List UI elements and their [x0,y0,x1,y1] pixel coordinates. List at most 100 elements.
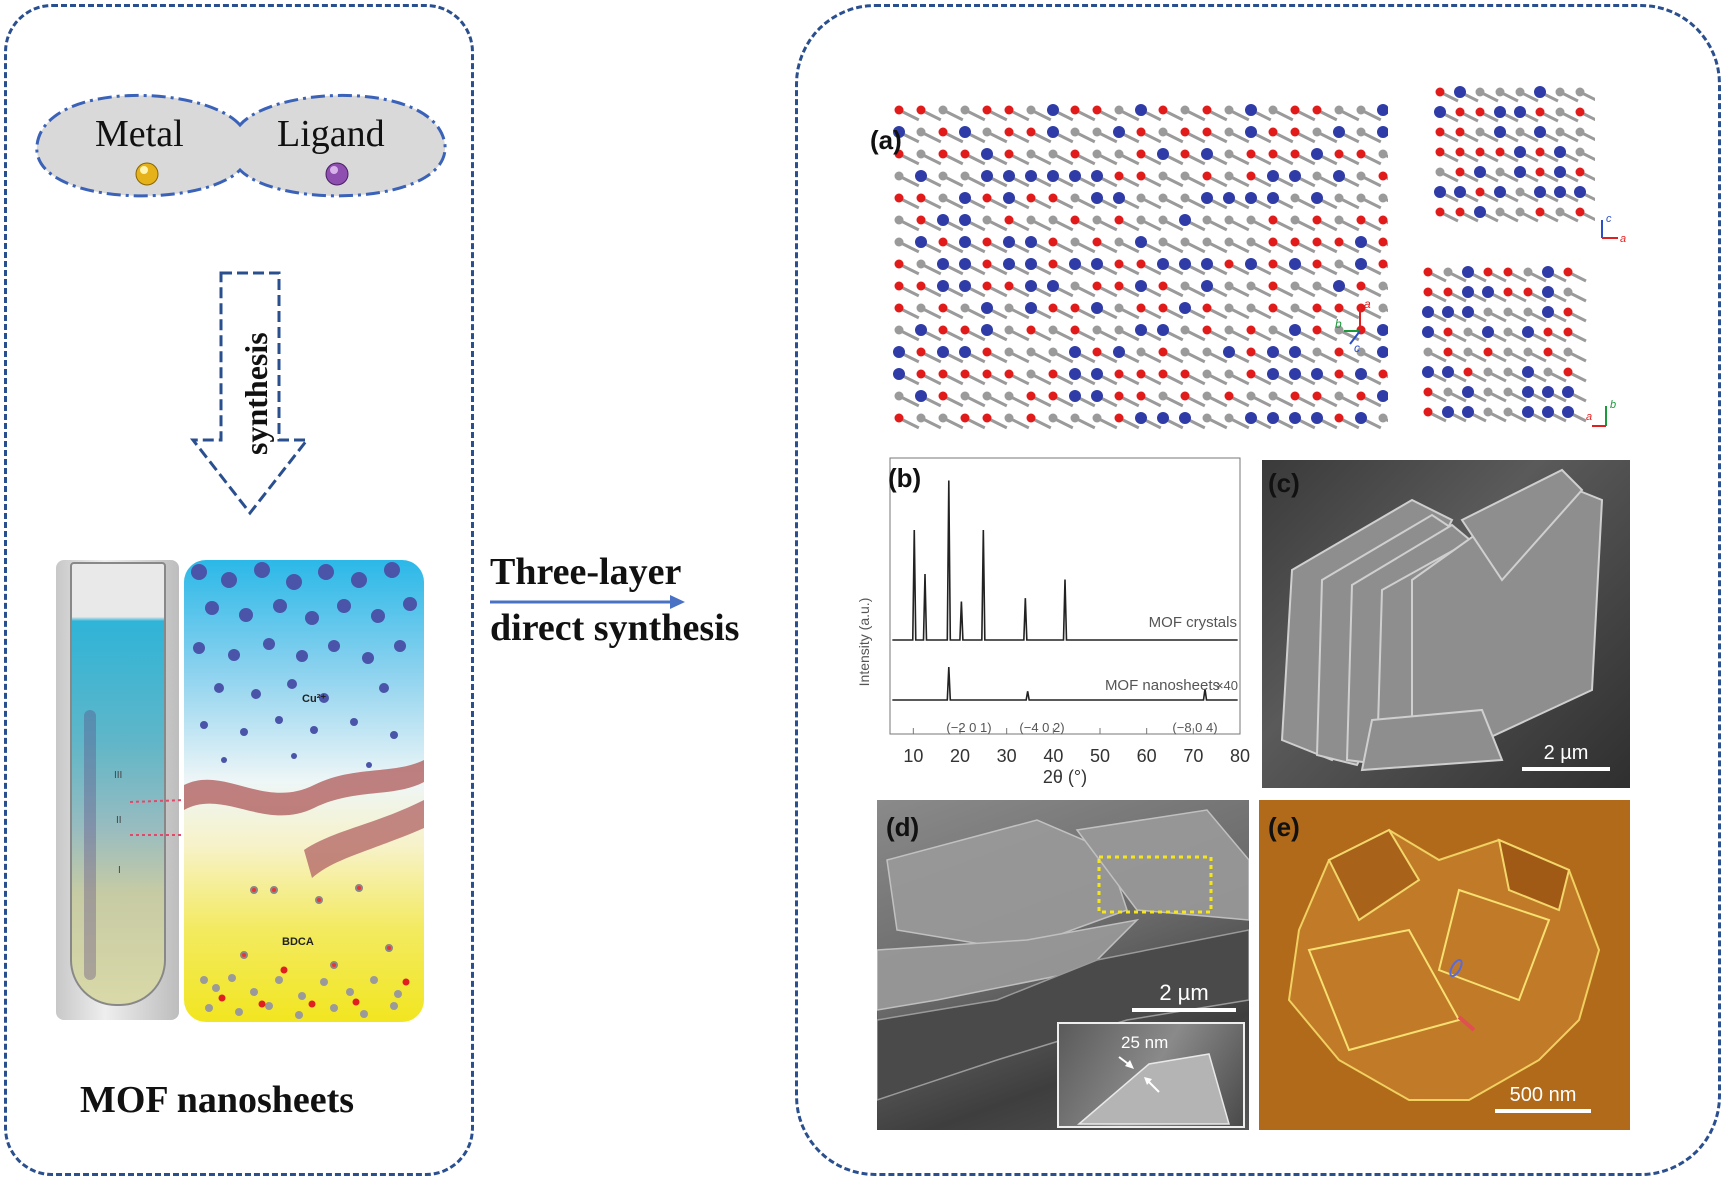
lattice-atom [1180,325,1190,335]
lattice-atom [1503,307,1513,317]
lattice-atom [1563,307,1573,317]
lattice-atom [960,413,970,423]
lattice-atom [1135,324,1147,336]
lattice-atom [1495,207,1505,217]
lattice-atom [1312,215,1322,225]
lattice-atom [937,346,949,358]
lattice-atom [1202,215,1212,225]
lattice-atom [916,127,926,137]
scale-c: 2 µm [1522,742,1610,771]
lattice-atom [1004,215,1014,225]
lattice-atom [1114,303,1124,313]
lattice-atom [1114,325,1124,335]
lattice-atom [1268,105,1278,115]
lattice-atom [1443,387,1453,397]
lattice-atom [1435,147,1445,157]
xrd-series-line [892,666,1238,701]
lattice-atom [1575,207,1585,217]
axis-bottom-b: b [1610,399,1616,411]
metal-ligand-blob [35,93,447,198]
test-tube-photo: III II I [56,560,179,1020]
lattice-atom [1290,215,1300,225]
lattice-atom [938,105,948,115]
lattice-atom [1157,412,1169,424]
lattice-atom [1483,307,1493,317]
lattice-atom [1535,167,1545,177]
lattice-atom [1455,167,1465,177]
lattice-atom [1356,193,1366,203]
lattice-atom [1312,127,1322,137]
lattice-atom [1202,347,1212,357]
lattice-atom [1563,327,1573,337]
scale-d-text: 2 µm [1159,980,1209,1005]
lattice-atom [915,324,927,336]
lattice-atom [1534,186,1546,198]
lattice-atom [1356,149,1366,159]
sem-image-c-art [1280,468,1604,772]
lattice-atom [1048,237,1058,247]
lattice-atom [1224,105,1234,115]
lattice-atom [1515,207,1525,217]
lattice-atom [1114,105,1124,115]
lattice-atom [1092,347,1102,357]
lattice-atom [1114,259,1124,269]
lattice-atom [1091,302,1103,314]
lattice-atom [1180,347,1190,357]
lattice-atom [1113,346,1125,358]
lattice-atom [1070,325,1080,335]
lattice-atom [1378,281,1388,291]
lattice-atom [1004,325,1014,335]
lattice-atom [894,193,904,203]
series-label-nanosheets: MOF nanosheets [1105,677,1220,694]
sem-inset-d: 25 nm [1057,1022,1245,1128]
lattice-atom [1202,237,1212,247]
lattice-atom [1355,258,1367,270]
lattice-atom [1158,127,1168,137]
scale-d: 2 µm [1132,980,1236,1012]
lattice-atom [1158,193,1168,203]
lattice-atom [1289,258,1301,270]
lattice-atom [1535,147,1545,157]
lattice-atom [1377,324,1388,336]
lattice-atom [1224,171,1234,181]
lattice-atom [1158,281,1168,291]
lattice-atom [1048,325,1058,335]
highlight-box [1097,855,1213,914]
lattice-atom [894,237,904,247]
lattice-atom [1004,149,1014,159]
inset-scale-text: 25 nm [1121,1033,1168,1052]
lattice-atom [1092,149,1102,159]
lattice-atom [1179,412,1191,424]
afm-image-e: 500 nm [1259,800,1630,1130]
lattice-atom [894,149,904,159]
lattice-atom [1442,406,1454,418]
lattice-atom [1333,126,1345,138]
crystal-structure-top-view [1434,86,1595,223]
lattice-atom [1534,126,1546,138]
lattice-atom [1334,259,1344,269]
lattice-atom [1378,237,1388,247]
lattice-atom [1047,126,1059,138]
lattice-atom [937,280,949,292]
panel-a-label: (a) [870,125,902,155]
lattice-atom [1114,369,1124,379]
lattice-atom [1378,171,1388,181]
lattice-atom [1268,215,1278,225]
lattice-atom [1423,267,1433,277]
series-label-crystals: MOF crystals [1149,614,1237,631]
lattice-atom [1334,149,1344,159]
lattice-atom [916,105,926,115]
lattice-atom [1136,127,1146,137]
lattice-atom [1563,347,1573,357]
lattice-atom [1245,126,1257,138]
lattice-atom [1268,281,1278,291]
lattice-atom [894,215,904,225]
lattice-atom [894,413,904,423]
lattice-atom [916,369,926,379]
lattice-atom [916,347,926,357]
lattice-atom [1135,236,1147,248]
lattice-atom [959,236,971,248]
lattice-atom [981,302,993,314]
lattice-atom [982,215,992,225]
lattice-atom [1136,303,1146,313]
